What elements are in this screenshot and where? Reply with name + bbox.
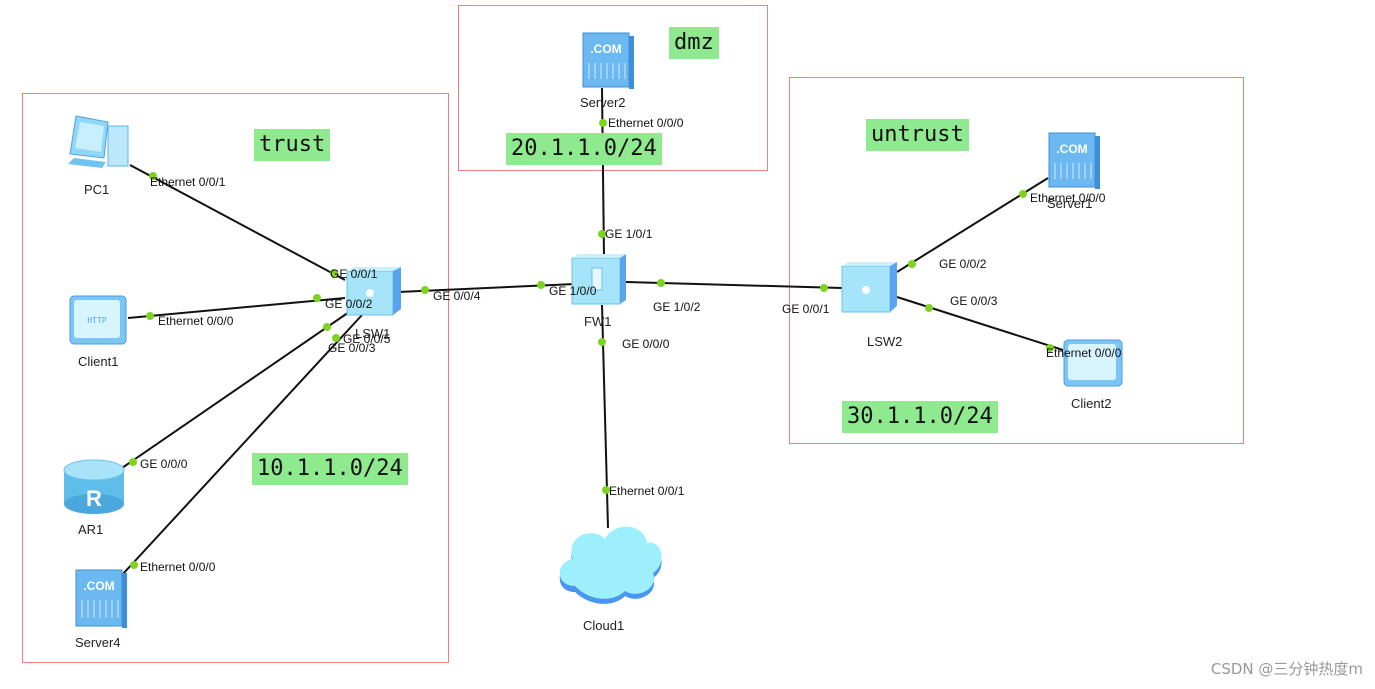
port-label: GE 0/0/3 xyxy=(950,294,998,308)
device-label-ar1[interactable]: AR1 xyxy=(78,522,104,537)
port-label: GE 0/0/5 xyxy=(343,332,391,346)
dmz-zone-box xyxy=(458,5,768,171)
port-label: GE 0/0/2 xyxy=(325,297,373,311)
port-dot xyxy=(323,323,331,331)
device-label-cloud1[interactable]: Cloud1 xyxy=(583,618,625,633)
port-dot xyxy=(908,260,916,268)
pc-icon xyxy=(68,115,129,168)
port-label: Ethernet 0/0/1 xyxy=(609,484,685,498)
port-dot xyxy=(1046,344,1054,352)
svg-text:.COM: .COM xyxy=(590,42,621,56)
device-label-lsw2[interactable]: LSW2 xyxy=(867,334,903,349)
link-pc1-lsw1 xyxy=(129,164,346,281)
port-label: GE 0/0/1 xyxy=(330,267,378,281)
port-label: GE 1/0/2 xyxy=(653,300,701,314)
device-label-server1[interactable]: Server1 xyxy=(1047,196,1093,211)
port-dot xyxy=(332,334,340,342)
trust-zone-box xyxy=(22,93,449,663)
dmz-zone-tag: dmz xyxy=(669,27,719,59)
device-label-client1[interactable]: Client1 xyxy=(78,354,119,369)
untrust-zone-tag: untrust xyxy=(866,119,969,151)
link-ar1-lsw1 xyxy=(121,309,353,469)
port-dot xyxy=(598,230,606,238)
port-dot xyxy=(421,286,429,294)
link-fw1-server2 xyxy=(601,87,605,259)
port-label: GE 0/0/4 xyxy=(433,289,481,303)
server-icon: .COM xyxy=(75,569,127,628)
port-label: Ethernet 0/0/0 xyxy=(158,314,234,328)
svg-text:R: R xyxy=(86,486,102,511)
port-label: Ethernet 0/0/0 xyxy=(608,116,684,130)
port-dot xyxy=(537,281,545,289)
untrust-network-tag: 30.1.1.0/24 xyxy=(842,401,998,433)
device-label-client2[interactable]: Client2 xyxy=(1071,396,1112,411)
device-label-server2[interactable]: Server2 xyxy=(580,95,626,110)
port-label: Ethernet 0/0/0 xyxy=(1030,191,1106,205)
port-label: GE 1/0/1 xyxy=(605,227,653,241)
port-label: GE 0/0/2 xyxy=(939,257,987,271)
port-dot xyxy=(129,458,137,466)
port-label: GE 0/0/0 xyxy=(622,337,670,351)
device-label-fw1[interactable]: FW1 xyxy=(584,314,612,329)
server-icon: .COM xyxy=(1048,132,1100,189)
trust-network-tag: 10.1.1.0/24 xyxy=(252,453,408,485)
trust-zone-tag: trust xyxy=(254,129,331,161)
svg-text:HTTP: HTTP xyxy=(87,316,106,325)
server-icon: .COM xyxy=(582,32,634,89)
link-lsw2-client2 xyxy=(896,296,1064,351)
port-label: Ethernet 0/0/0 xyxy=(1046,346,1122,360)
device-label-server4[interactable]: Server4 xyxy=(75,635,121,650)
port-dot xyxy=(1019,190,1027,198)
link-server4-lsw1 xyxy=(121,314,363,576)
untrust-zone-box xyxy=(789,77,1244,444)
svg-text:.COM: .COM xyxy=(1056,142,1087,156)
link-client1-lsw1 xyxy=(127,297,346,319)
device-label-lsw1[interactable]: LSW1 xyxy=(355,326,391,341)
watermark: CSDN @三分钟热度m xyxy=(1210,660,1363,678)
port-label: GE 0/0/3 xyxy=(328,341,376,355)
port-dot xyxy=(313,294,321,302)
port-dot xyxy=(146,312,154,320)
port-dot xyxy=(598,338,606,346)
switch-icon xyxy=(841,262,897,313)
port-dot xyxy=(330,269,338,277)
port-label: GE 0/0/0 xyxy=(140,457,188,471)
switch-icon xyxy=(346,267,401,316)
port-dot xyxy=(599,119,607,127)
client-icon: HTTP xyxy=(69,295,127,345)
port-dot xyxy=(130,561,138,569)
port-label: Ethernet 0/0/0 xyxy=(140,560,216,574)
port-label: Ethernet 0/0/1 xyxy=(150,175,226,189)
port-dot xyxy=(925,304,933,312)
firewall-icon xyxy=(571,254,626,305)
router-icon: R xyxy=(63,459,125,514)
port-dot xyxy=(820,284,828,292)
port-dot xyxy=(149,172,157,180)
port-label: GE 0/0/1 xyxy=(782,302,830,316)
port-label: GE 1/0/0 xyxy=(549,284,597,298)
dmz-network-tag: 20.1.1.0/24 xyxy=(506,133,662,165)
client-icon xyxy=(1063,339,1123,387)
svg-text:.COM: .COM xyxy=(83,579,114,593)
cloud-icon xyxy=(559,526,662,604)
port-dot xyxy=(602,486,610,494)
device-label-pc1[interactable]: PC1 xyxy=(84,182,110,197)
port-dot xyxy=(657,279,665,287)
